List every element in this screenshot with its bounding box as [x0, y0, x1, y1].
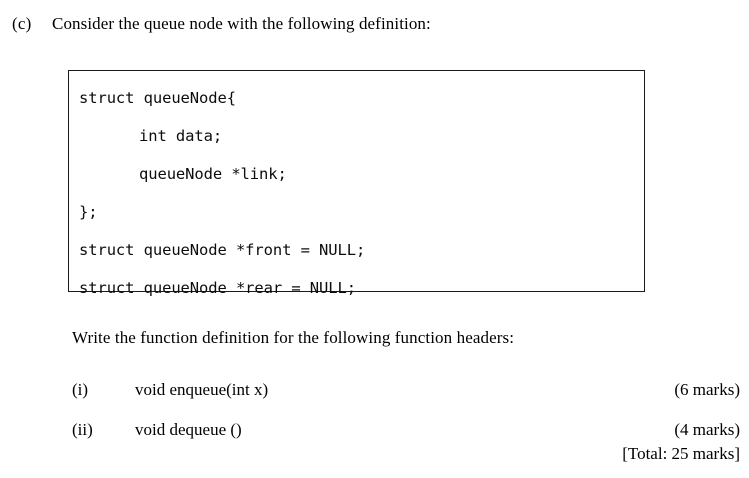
code-line: struct queueNode *front = NULL;: [79, 241, 366, 259]
code-line: queueNode *link;: [139, 165, 287, 183]
code-line: int data;: [139, 127, 223, 145]
code-line: struct queueNode *rear = NULL;: [79, 279, 356, 297]
total-marks: [Total: 25 marks]: [622, 444, 740, 463]
subitem-number: (i): [72, 380, 89, 399]
code-line: struct queueNode{: [79, 89, 236, 107]
subitem-row: (i) void enqueue(int x) (6 marks): [0, 378, 749, 404]
subitem-text: void enqueue(int x): [135, 380, 269, 399]
part-label: (c): [12, 14, 32, 33]
question-part-heading: (c) Consider the queue node with the fol…: [0, 12, 749, 38]
part-prompt-text: Consider the queue node with the followi…: [52, 14, 431, 33]
code-definition-box: struct queueNode{ int data; queueNode *l…: [68, 70, 645, 297]
subitem-marks: (6 marks): [674, 380, 740, 399]
subitem-text: void dequeue (): [135, 420, 242, 439]
subitem-marks: (4 marks): [674, 420, 740, 439]
instruction-text: Write the function definition for the fo…: [72, 328, 515, 347]
subitem-row: (ii) void dequeue () (4 marks): [0, 418, 749, 444]
code-line: };: [79, 203, 98, 221]
subitem-number: (ii): [72, 420, 93, 439]
code-line-list: struct queueNode{ int data; queueNode *l…: [79, 79, 365, 307]
